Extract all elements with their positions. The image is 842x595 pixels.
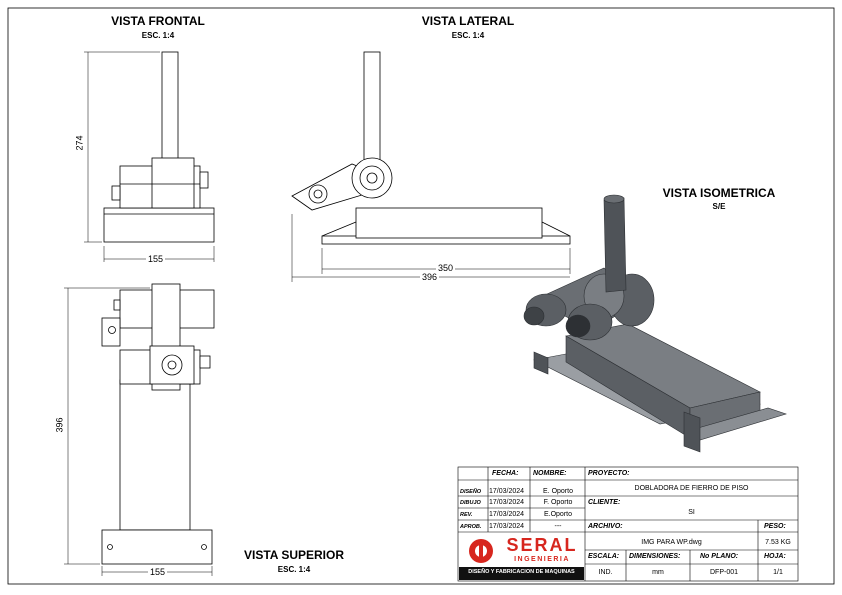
front-height-dim: 274 bbox=[74, 135, 85, 151]
tb-row-name: --- bbox=[554, 523, 562, 530]
logo-tagline: DISEÑO Y FABRICACION DE MAQUINAS bbox=[468, 569, 575, 575]
iso-view-scale: S/E bbox=[712, 202, 726, 211]
tb-archivo-value: IMG PARA WP.dwg bbox=[641, 539, 702, 546]
logo-subtitle: INGENIERIA bbox=[514, 556, 570, 563]
tb-peso-value: 7.53 KG bbox=[765, 539, 791, 546]
tb-cliente-header: CLIENTE: bbox=[588, 499, 621, 506]
tb-dimensiones-value: mm bbox=[652, 569, 664, 576]
title-block-grid bbox=[457, 466, 799, 582]
iso-view-title: VISTA ISOMETRICA bbox=[662, 186, 776, 200]
tb-archivo-header: ARCHIVO: bbox=[588, 523, 623, 530]
front-view bbox=[103, 51, 215, 243]
tb-hoja-value: 1/1 bbox=[773, 569, 783, 576]
tb-row-date: 17/03/2024 bbox=[489, 488, 525, 495]
tb-fecha-header: FECHA: bbox=[492, 470, 519, 477]
front-view-title: VISTA FRONTAL bbox=[111, 14, 205, 28]
tb-hoja-header: HOJA: bbox=[764, 553, 786, 560]
tb-noplano-header: No PLANO: bbox=[700, 553, 739, 560]
front-view-scale: ESC. 1:4 bbox=[141, 31, 175, 40]
sheet-border bbox=[7, 7, 835, 585]
top-view-scale: ESC. 1:4 bbox=[277, 565, 311, 574]
side-outer-dim: 396 bbox=[420, 272, 440, 282]
tb-row-role: DISEÑO bbox=[460, 489, 482, 495]
isometric-view bbox=[523, 194, 787, 453]
logo-brand: SERAL bbox=[506, 535, 578, 555]
top-width-dim: 155 bbox=[148, 567, 168, 577]
tb-nombre-header: NOMBRE: bbox=[533, 470, 567, 477]
tb-row-date: 17/03/2024 bbox=[489, 499, 525, 506]
top-view-title: VISTA SUPERIOR bbox=[243, 548, 344, 562]
top-height-dim: 396 bbox=[54, 417, 65, 433]
side-inner-dim: 350 bbox=[436, 263, 456, 273]
seral-logo-mark bbox=[459, 533, 584, 580]
tb-row-name: E. Oporto bbox=[543, 488, 573, 495]
tb-row-date: 17/03/2024 bbox=[489, 511, 525, 518]
tb-row-name: E.Oporto bbox=[543, 511, 572, 518]
side-view-scale: ESC. 1:4 bbox=[451, 31, 485, 40]
tb-row-date: 17/03/2024 bbox=[489, 523, 525, 530]
tb-cliente-value: SI bbox=[688, 509, 695, 516]
tb-escala-value: IND. bbox=[598, 569, 613, 576]
tb-row-role: REV. bbox=[460, 512, 473, 518]
front-width-dim: 155 bbox=[146, 254, 166, 264]
tb-noplano-value: DFP-001 bbox=[709, 569, 738, 576]
top-view bbox=[101, 283, 215, 565]
tb-peso-header: PESO: bbox=[764, 523, 786, 530]
tb-row-name: F. Oporto bbox=[543, 499, 573, 506]
tb-row-role: DIBUJO bbox=[460, 500, 481, 506]
tb-proyecto-value: DOBLADORA DE FIERRO DE PISO bbox=[634, 485, 749, 492]
tb-proyecto-header: PROYECTO: bbox=[588, 470, 630, 477]
tb-escala-header: ESCALA: bbox=[588, 553, 620, 560]
tb-dimensiones-header: DIMENSIONES: bbox=[629, 553, 681, 560]
tb-row-role: APROB. bbox=[460, 524, 482, 530]
side-view-title: VISTA LATERAL bbox=[421, 14, 515, 28]
side-view bbox=[291, 51, 571, 245]
